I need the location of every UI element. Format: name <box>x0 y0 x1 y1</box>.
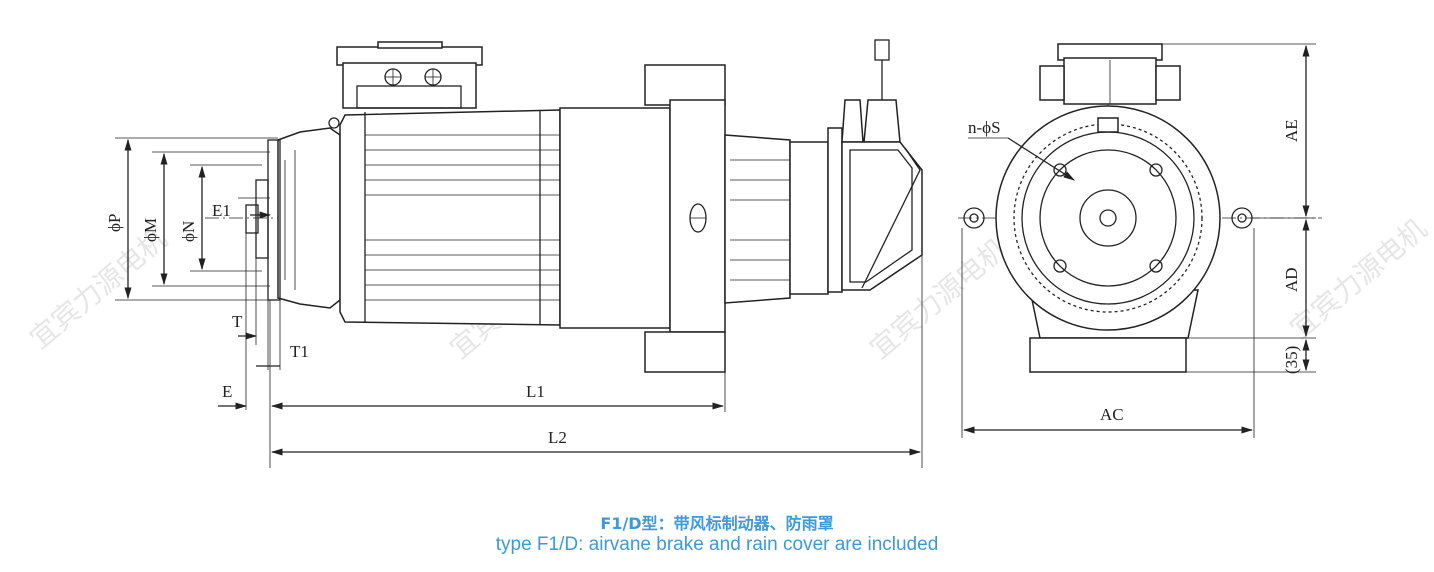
motor-technical-drawing: 宜宾力源电机 宜宾力源电机 宜宾力源电机 宜宾力源电机 <box>23 39 1433 468</box>
dim-e-label: E <box>222 382 232 401</box>
dim-t-label: T <box>232 312 243 331</box>
caption-chinese: F1/D型：带风标制动器、防雨罩 <box>600 514 834 533</box>
dim-ac-label: AC <box>1100 405 1124 424</box>
dim-35-label: (35) <box>1282 346 1301 374</box>
cooling-fins <box>365 134 560 301</box>
dim-l1-label: L1 <box>526 382 545 401</box>
dim-e1-label: E1 <box>212 201 231 220</box>
caption-english: type F1/D: airvane brake and rain cover … <box>495 534 939 555</box>
dim-phi-p-label: ϕP <box>105 214 124 232</box>
dim-phi-m-label: ϕM <box>141 218 160 242</box>
dim-phi-n-label: ϕN <box>179 221 198 242</box>
dim-t1-label: T1 <box>290 342 309 361</box>
side-view: ϕP ϕM ϕN E1 T T1 E L1 L2 <box>105 39 923 468</box>
dim-ad-label: AD <box>1282 267 1301 292</box>
dim-l2-label: L2 <box>548 428 567 447</box>
brake-fins <box>730 159 790 281</box>
dim-ae-label: AE <box>1282 119 1301 142</box>
end-view: n-ϕS AE AD (35) AC <box>958 43 1322 438</box>
dim-ns-label: n-ϕS <box>968 118 1001 137</box>
